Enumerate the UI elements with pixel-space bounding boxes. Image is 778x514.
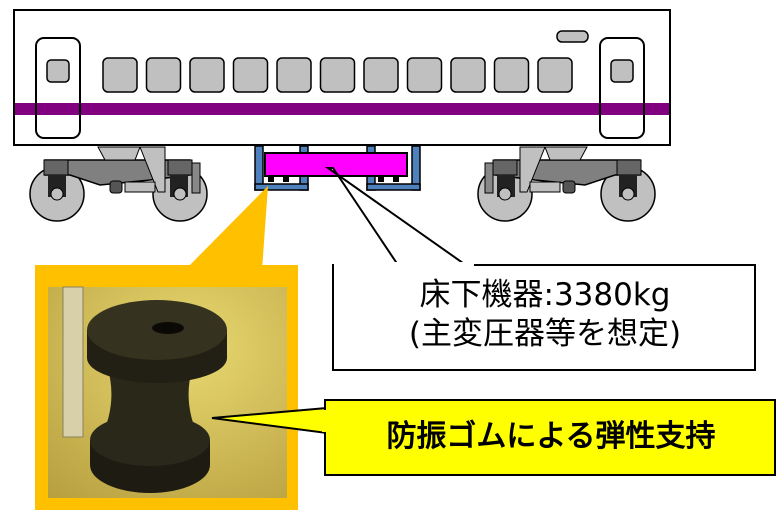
photo-callout-pointer [185,186,268,270]
window [493,57,530,93]
equipment-label: 床下機器:3380kg (主変圧器等を想定) [335,276,755,354]
equipment-callout-box [332,264,756,371]
car-body [13,9,671,146]
window [276,57,312,93]
equipment-assumption-text: (主変圧器等を想定) [408,315,682,352]
rubber-mount-photo [48,286,287,498]
window [189,57,225,93]
underfloor-equipment [254,145,421,191]
door-left [35,37,81,139]
window [406,57,443,93]
window [232,57,269,93]
window [363,57,399,93]
equipment-weight-text: 床下機器:3380kg [419,277,671,313]
window [537,57,573,93]
equipment-callout-pointer [324,167,474,269]
rubber-support-label: 防振ゴムによる弾性支持 [386,419,716,454]
bogie-right [477,146,656,222]
transformer-box [264,152,408,177]
window [319,57,356,93]
purple-stripe [15,103,669,115]
door-right [599,37,645,139]
ruler [62,286,84,438]
rubber-callout-box [324,399,776,476]
bogie-left [29,146,208,222]
windows [102,57,573,93]
window [145,57,182,93]
window [102,57,138,93]
window [450,57,486,93]
